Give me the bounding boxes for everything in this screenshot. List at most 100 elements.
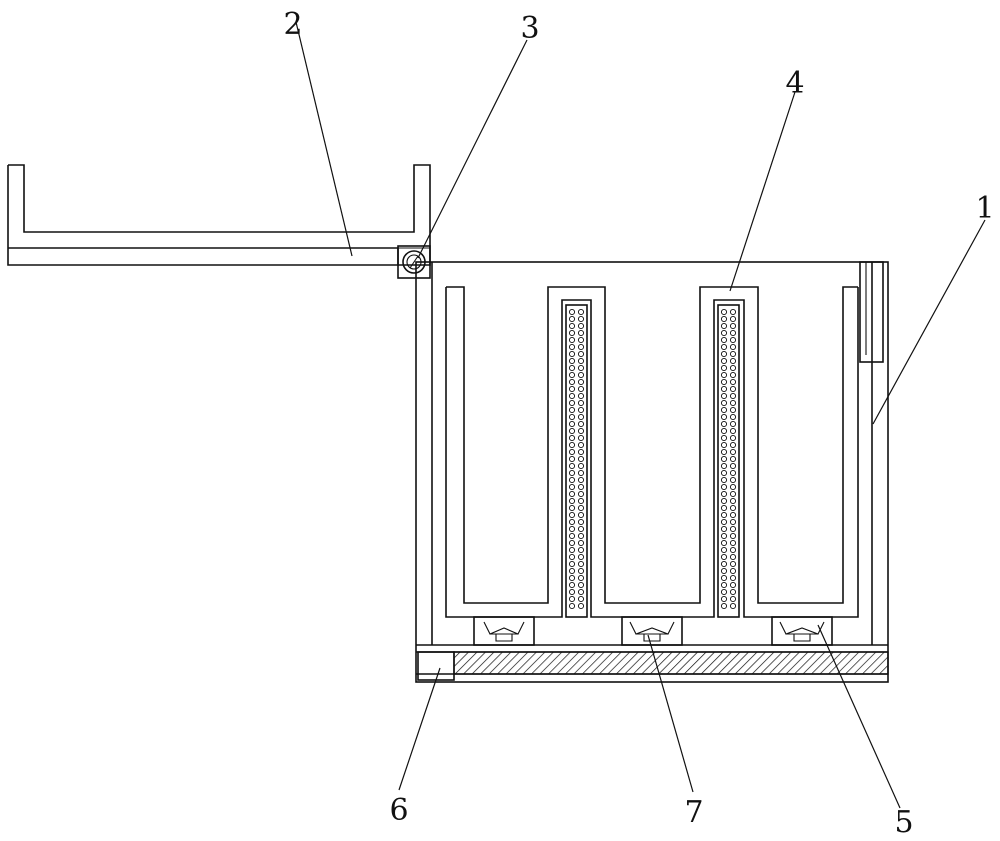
- perforation-hole: [720, 315, 728, 323]
- perforation-hole: [568, 469, 576, 477]
- perforation-hole: [568, 322, 576, 330]
- perforation-hole: [729, 504, 737, 512]
- perforation-hole: [577, 469, 585, 477]
- perforation-hole: [568, 434, 576, 442]
- perforation-hole: [568, 385, 576, 393]
- perforation-hole: [577, 392, 585, 400]
- tray-arm: [7, 164, 431, 266]
- perforation-hole: [577, 399, 585, 407]
- perforation-hole: [568, 455, 576, 463]
- perforation-hole: [568, 574, 576, 582]
- perforation-hole: [729, 539, 737, 547]
- perforation-hole: [568, 427, 576, 435]
- perforation-hole: [568, 350, 576, 358]
- perforation-hole: [720, 336, 728, 344]
- perforation-hole: [577, 357, 585, 365]
- perforation-hole: [729, 546, 737, 554]
- perforation-hole: [568, 567, 576, 575]
- perforation-hole: [720, 350, 728, 358]
- perforation-hole: [729, 413, 737, 421]
- serpentine-tube: [445, 286, 859, 618]
- perforation-hole: [568, 581, 576, 589]
- perforation-hole: [720, 329, 728, 337]
- label-part-2: 2: [283, 7, 302, 42]
- perforation-hole: [568, 371, 576, 379]
- perforation-hole: [720, 371, 728, 379]
- perforation-hole: [577, 343, 585, 351]
- perforation-hole: [577, 441, 585, 449]
- perforation-hole: [729, 322, 737, 330]
- perforation-hole: [577, 329, 585, 337]
- perforation-hole: [729, 308, 737, 316]
- housing: [415, 261, 889, 683]
- perforation-hole: [729, 581, 737, 589]
- perforation-hole: [577, 455, 585, 463]
- perforation-hole: [729, 392, 737, 400]
- perforation-hole: [568, 343, 576, 351]
- perforation-hole: [729, 420, 737, 428]
- perforation-hole: [720, 539, 728, 547]
- perforation-hole: [720, 378, 728, 386]
- perforation-hole: [729, 462, 737, 470]
- perforation-hole: [568, 364, 576, 372]
- perforation-hole: [577, 532, 585, 540]
- perforation-hole: [577, 350, 585, 358]
- perforation-hole: [729, 455, 737, 463]
- label-part-3: 3: [520, 11, 539, 46]
- perforation-hole: [720, 595, 728, 603]
- perforation-hole: [577, 574, 585, 582]
- perforation-hole: [720, 392, 728, 400]
- perforation-hole: [577, 553, 585, 561]
- perforation-hole: [577, 434, 585, 442]
- perforation-hole: [568, 595, 576, 603]
- perforation-hole: [568, 329, 576, 337]
- perforation-hole: [720, 448, 728, 456]
- perforation-hole: [729, 595, 737, 603]
- perforation-hole: [577, 483, 585, 491]
- perforation-hole: [720, 434, 728, 442]
- perforation-hole: [568, 399, 576, 407]
- perforation-hole: [568, 462, 576, 470]
- perforation-hole: [577, 420, 585, 428]
- perforation-hole: [729, 434, 737, 442]
- perforation-hole: [577, 371, 585, 379]
- perforation-hole: [720, 364, 728, 372]
- perforation-hole: [729, 357, 737, 365]
- perforation-hole: [729, 406, 737, 414]
- perforation-hole: [568, 378, 576, 386]
- perforation-hole: [577, 588, 585, 596]
- perforation-hole: [720, 546, 728, 554]
- perforation-hole: [568, 413, 576, 421]
- perforation-hole: [720, 511, 728, 519]
- perforation-hole: [720, 343, 728, 351]
- perforation-hole: [577, 427, 585, 435]
- perforation-hole: [577, 476, 585, 484]
- perforation-hole: [729, 427, 737, 435]
- perforation-hole: [729, 385, 737, 393]
- perforation-hole: [577, 385, 585, 393]
- perforation-hole: [568, 490, 576, 498]
- perforation-hole: [729, 399, 737, 407]
- perforation-hole: [720, 581, 728, 589]
- perforation-hole: [568, 441, 576, 449]
- perforation-hole: [720, 560, 728, 568]
- perforation-hole: [577, 497, 585, 505]
- perforation-hole: [729, 315, 737, 323]
- perforation-hole: [720, 567, 728, 575]
- fan-support-middle: [621, 616, 683, 646]
- perforation-hole: [720, 399, 728, 407]
- perforation-hole: [720, 420, 728, 428]
- perforation-hole: [729, 602, 737, 610]
- perforation-hole: [568, 518, 576, 526]
- perforation-hole: [568, 504, 576, 512]
- perforation-hole: [729, 336, 737, 344]
- perforation-hole: [729, 553, 737, 561]
- label-part-1: 1: [975, 191, 994, 226]
- end-block: [417, 651, 455, 681]
- perforation-hole: [568, 532, 576, 540]
- perforation-hole: [720, 322, 728, 330]
- perforation-hole: [720, 476, 728, 484]
- perforation-hole: [577, 462, 585, 470]
- perforation-hole: [720, 518, 728, 526]
- perforation-hole: [577, 560, 585, 568]
